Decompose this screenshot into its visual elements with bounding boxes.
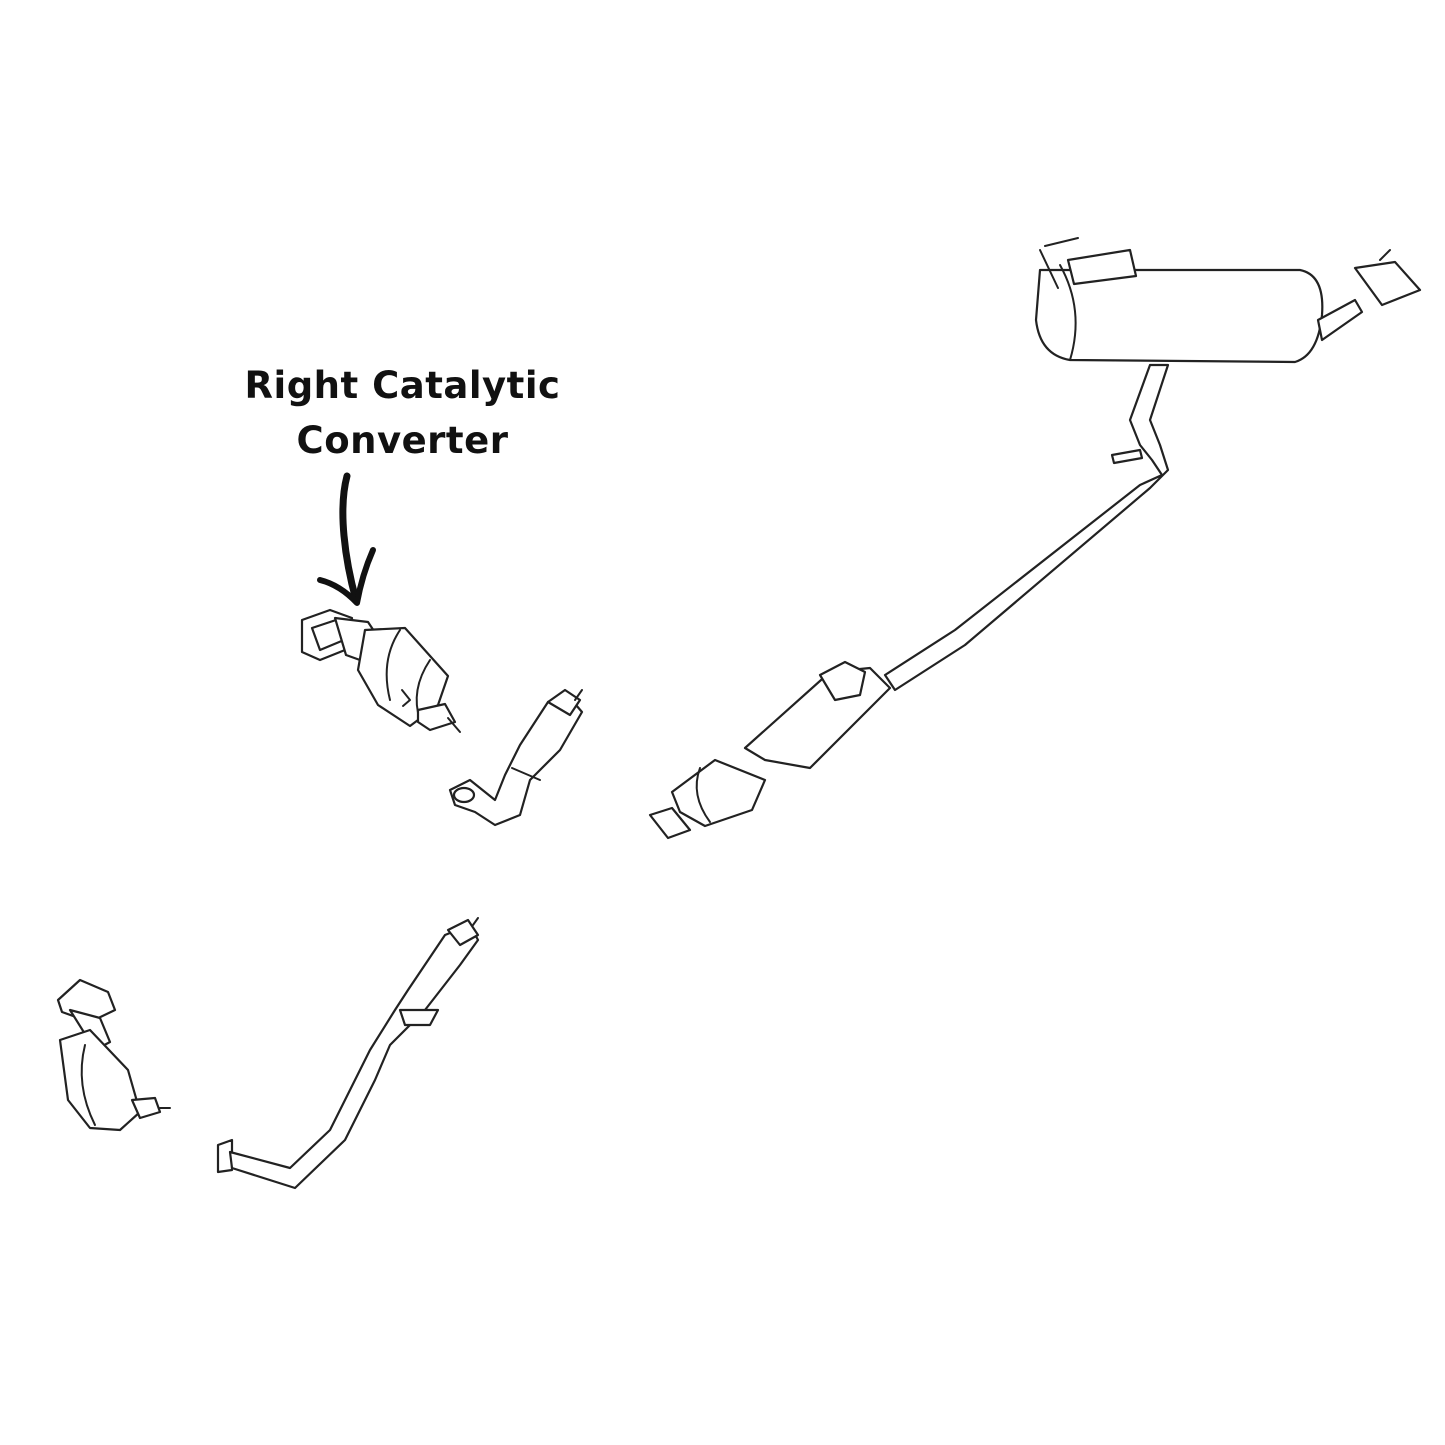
intermediate-pipe-right <box>448 688 584 827</box>
callout-label-line-2: Converter <box>296 419 509 462</box>
right-catalytic-converter <box>300 608 461 733</box>
callout-arrow-icon <box>317 472 376 606</box>
rear-exhaust-assembly <box>648 237 1422 840</box>
left-catalytic-converter <box>56 978 171 1132</box>
callout-label-line-1: Right Catalytic <box>244 364 561 407</box>
front-pipe-left <box>216 917 480 1190</box>
